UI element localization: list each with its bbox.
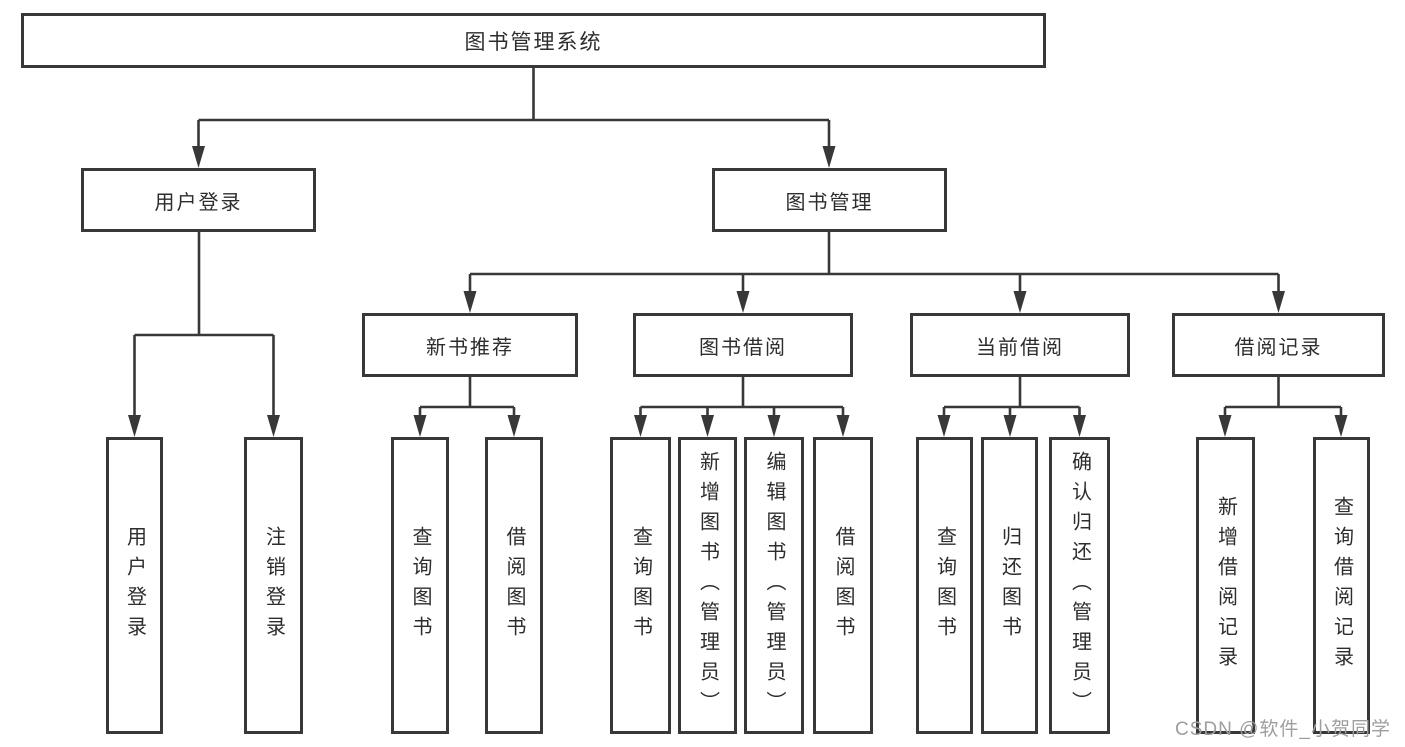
leaf-add-books-admin: 新增图书（管理员） <box>678 437 737 734</box>
leaf-confirm-return-admin: 确认归还（管理员） <box>1049 437 1110 734</box>
leaf-label: 确认归还（管理员） <box>1068 450 1091 721</box>
leaf-label: 查询图书 <box>933 525 956 646</box>
leaf-label: 查询借阅记录 <box>1330 495 1353 676</box>
leaf-query-books: 查询图书 <box>610 437 671 734</box>
node-label: 图书管理系统 <box>464 30 603 54</box>
leaf-label: 注销登录 <box>262 525 285 646</box>
node-label: 借阅记录 <box>1234 336 1323 359</box>
leaf-label: 借阅图书 <box>503 525 525 646</box>
leaf-label: 查询图书 <box>629 525 652 646</box>
node-current-borrow: 当前借阅 <box>910 313 1130 377</box>
leaf-query-borrow-record: 查询借阅记录 <box>1313 437 1370 734</box>
leaf-logout: 注销登录 <box>244 437 303 734</box>
leaf-label: 借阅图书 <box>832 525 854 646</box>
node-label: 用户登录 <box>154 191 243 214</box>
leaf-add-borrow-record: 新增借阅记录 <box>1196 437 1255 734</box>
leaf-borrow-books: 借阅图书 <box>813 437 873 734</box>
node-user-login: 用户登录 <box>81 168 316 232</box>
leaf-label: 查询图书 <box>409 525 431 646</box>
node-label: 图书借阅 <box>699 336 787 359</box>
leaf-label: 编辑图书（管理员） <box>763 450 785 721</box>
leaf-label: 新增借阅记录 <box>1214 495 1237 676</box>
node-label: 当前借阅 <box>976 336 1064 359</box>
leaf-user-login: 用户登录 <box>106 437 163 734</box>
node-new-book-recommend: 新书推荐 <box>362 313 578 377</box>
leaf-label: 新增图书（管理员） <box>696 450 719 721</box>
node-library-management-system: 图书管理系统 <box>21 13 1046 68</box>
leaf-label: 归还图书 <box>998 525 1021 646</box>
leaf-borrow-books: 借阅图书 <box>485 437 543 734</box>
leaf-label: 用户登录 <box>123 525 146 646</box>
node-book-management: 图书管理 <box>712 168 947 232</box>
leaf-edit-books-admin: 编辑图书（管理员） <box>744 437 804 734</box>
leaf-query-books: 查询图书 <box>916 437 973 734</box>
leaf-return-books: 归还图书 <box>981 437 1038 734</box>
node-label: 图书管理 <box>785 191 874 214</box>
node-borrow-records: 借阅记录 <box>1172 313 1385 377</box>
csdn-watermark: CSDN @软件_小贺同学 <box>1175 719 1391 740</box>
node-book-borrow: 图书借阅 <box>633 313 853 377</box>
node-label: 新书推荐 <box>426 336 514 359</box>
leaf-query-books: 查询图书 <box>391 437 449 734</box>
